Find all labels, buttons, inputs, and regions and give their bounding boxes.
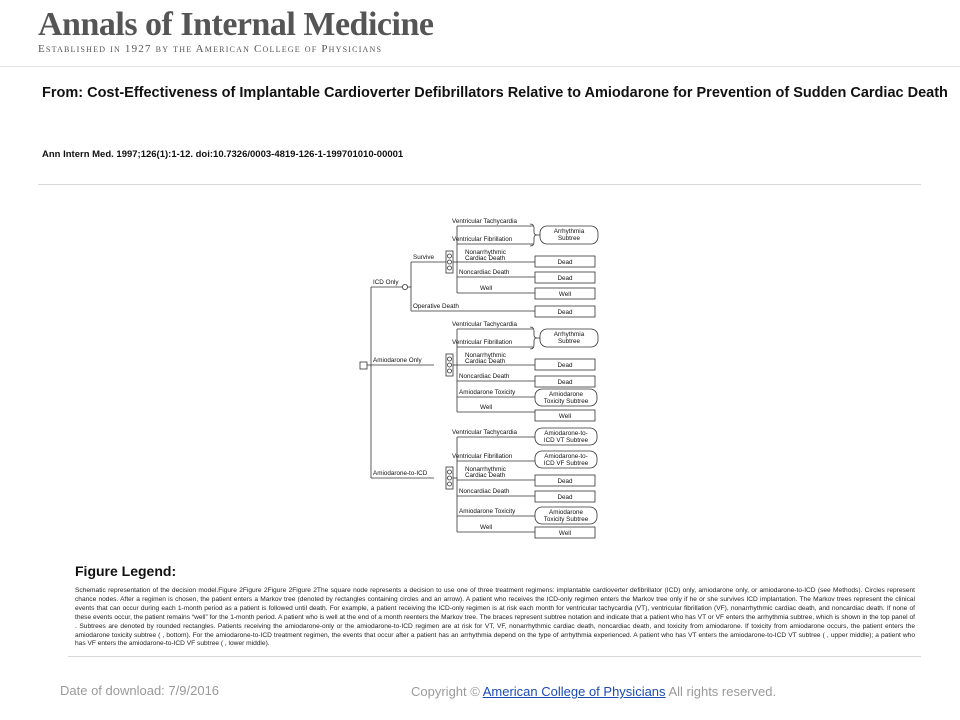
- outcome-dead: [534, 375, 596, 388]
- header-divider: [0, 66, 960, 67]
- outcome-label: Dead: [557, 478, 573, 485]
- event-noncardiac-death: Noncardiac Death: [459, 269, 510, 276]
- event-cardiac-death: Cardiac Death: [465, 472, 506, 479]
- event-vf: Ventricular Fibrillation: [452, 236, 513, 243]
- chance-node-icd: [401, 283, 408, 290]
- subtree-label: Subtree: [558, 235, 581, 242]
- event-nonarrhythmic: Nonarrhythmic: [465, 249, 506, 256]
- event-well: Well: [480, 404, 492, 411]
- subtree-label: Subtree: [558, 338, 581, 345]
- event-well: Well: [480, 524, 492, 531]
- event-vf: Ventricular Fibrillation: [452, 453, 513, 460]
- event-noncardiac-death: Noncardiac Death: [459, 488, 510, 495]
- event-amio-toxicity: Amiodarone Toxicity: [459, 389, 516, 396]
- content-divider: [38, 184, 921, 185]
- outcome-well: [534, 526, 596, 539]
- outcome-label: Well: [559, 413, 571, 420]
- outcome-label: Dead: [557, 275, 573, 282]
- article-citation: Ann Intern Med. 1997;126(1):1-12. doi:10…: [42, 149, 404, 160]
- decision-node: [359, 361, 368, 370]
- branch-label-amio-icd: Amiodarone-to-ICD: [373, 470, 428, 477]
- outcome-dead: [534, 358, 596, 371]
- event-cardiac-death: Cardiac Death: [465, 255, 506, 262]
- subtree-toxicity-amio-icd: [534, 506, 598, 525]
- subtree-label: Amiodarone-to-: [544, 453, 587, 460]
- subtree-toxicity-amio: [534, 388, 598, 407]
- figure-legend-title: Figure Legend:: [75, 563, 177, 579]
- event-amio-toxicity: Amiodarone Toxicity: [459, 508, 516, 515]
- subtree-arrhythmia-amio: [539, 328, 599, 348]
- subtree-label: ICD VT Subtree: [544, 437, 589, 444]
- outcome-label: Dead: [557, 259, 573, 266]
- subtree-label: Amiodarone: [549, 391, 583, 398]
- outcome-label: Dead: [557, 362, 573, 369]
- event-well: Well: [480, 285, 492, 292]
- event-vt: Ventricular Tachycardia: [452, 218, 517, 225]
- branch-label-operative-death: Operative Death: [413, 303, 459, 310]
- journal-logo-subtitle: Established in 1927 by the American Coll…: [38, 43, 383, 55]
- outcome-label: Well: [559, 291, 571, 298]
- acp-link[interactable]: American College of Physicians: [482, 684, 666, 699]
- outcome-dead: [534, 474, 596, 487]
- event-noncardiac-death: Noncardiac Death: [459, 373, 510, 380]
- subtree-amio-icd-vf: [534, 450, 598, 469]
- subtree-amio-icd-vt: [534, 427, 598, 446]
- copyright-notice: Copyright © American College of Physicia…: [411, 684, 776, 699]
- outcome-dead: [534, 305, 596, 318]
- download-date: Date of download: 7/9/2016: [60, 683, 219, 698]
- branch-label-amio-only: Amiodarone Only: [373, 357, 423, 364]
- event-vt: Ventricular Tachycardia: [452, 429, 517, 436]
- event-vf: Ventricular Fibrillation: [452, 339, 513, 346]
- subtree-label: Amiodarone-to-: [544, 430, 587, 437]
- subtree-label: Arrhythmia: [554, 228, 585, 235]
- download-date-value: 7/9/2016: [168, 683, 220, 698]
- outcome-dead: [534, 255, 596, 268]
- decision-tree-diagram: ICD Only Amiodarone Only Amiodarone-to-I…: [359, 218, 599, 539]
- event-vt: Ventricular Tachycardia: [452, 321, 517, 328]
- outcome-well: [534, 409, 596, 422]
- outcome-label: Dead: [557, 494, 573, 501]
- journal-logo-title: Annals of Internal Medicine: [38, 6, 434, 43]
- subtree-label: Amiodarone: [549, 509, 583, 516]
- article-from-title: From: Cost-Effectiveness of Implantable …: [42, 85, 948, 101]
- subtree-label: Toxicity Subtree: [544, 398, 589, 405]
- copyright-suffix: All rights reserved.: [668, 684, 777, 699]
- event-cardiac-death: Cardiac Death: [465, 358, 506, 365]
- subtree-arrhythmia-icd: [539, 225, 599, 245]
- figure-legend-text: Schematic representation of the decision…: [75, 587, 915, 648]
- footer-divider: [68, 656, 921, 657]
- copyright-prefix: Copyright ©: [411, 684, 480, 699]
- outcome-label: Well: [559, 530, 571, 537]
- outcome-well: [534, 287, 596, 300]
- branch-label-icd-only: ICD Only: [373, 279, 399, 286]
- outcome-label: Dead: [557, 309, 573, 316]
- subtree-label: Toxicity Subtree: [544, 516, 589, 523]
- branch-label-survive: Survive: [413, 254, 434, 261]
- event-nonarrhythmic: Nonarrhythmic: [465, 466, 506, 473]
- subtree-label: Arrhythmia: [554, 331, 585, 338]
- event-nonarrhythmic: Nonarrhythmic: [465, 352, 506, 359]
- subtree-label: ICD VF Subtree: [544, 460, 589, 467]
- outcome-label: Dead: [557, 379, 573, 386]
- outcome-dead: [534, 490, 596, 503]
- outcome-dead: [534, 271, 596, 284]
- download-label: Date of download:: [60, 683, 165, 698]
